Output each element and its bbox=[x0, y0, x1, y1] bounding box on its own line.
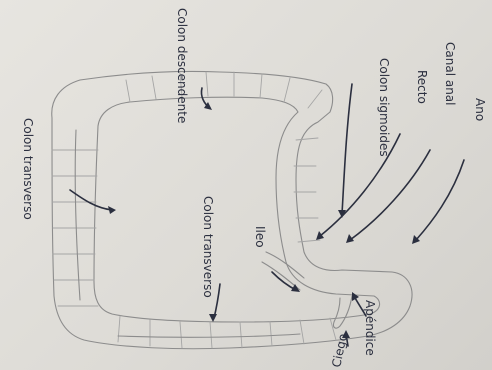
label-colon-transverso-middle: Colon transverso bbox=[201, 196, 215, 298]
label-canal-anal: Canal anal bbox=[443, 42, 457, 106]
label-recto: Recto bbox=[415, 70, 429, 104]
label-colon-transverso-top: Colon transverso bbox=[21, 118, 35, 220]
label-apendice: Apéndice bbox=[363, 300, 377, 356]
label-colon-descendente: Colon descendente bbox=[175, 8, 189, 123]
pointer-lines bbox=[70, 84, 464, 346]
intestine-outline bbox=[52, 71, 412, 348]
label-ciego: Ciego bbox=[329, 332, 350, 368]
label-ileo: Ileo bbox=[253, 226, 267, 248]
label-colon-sigmoides: Colon sigmoides bbox=[377, 58, 391, 157]
label-ano: Ano bbox=[473, 98, 487, 121]
